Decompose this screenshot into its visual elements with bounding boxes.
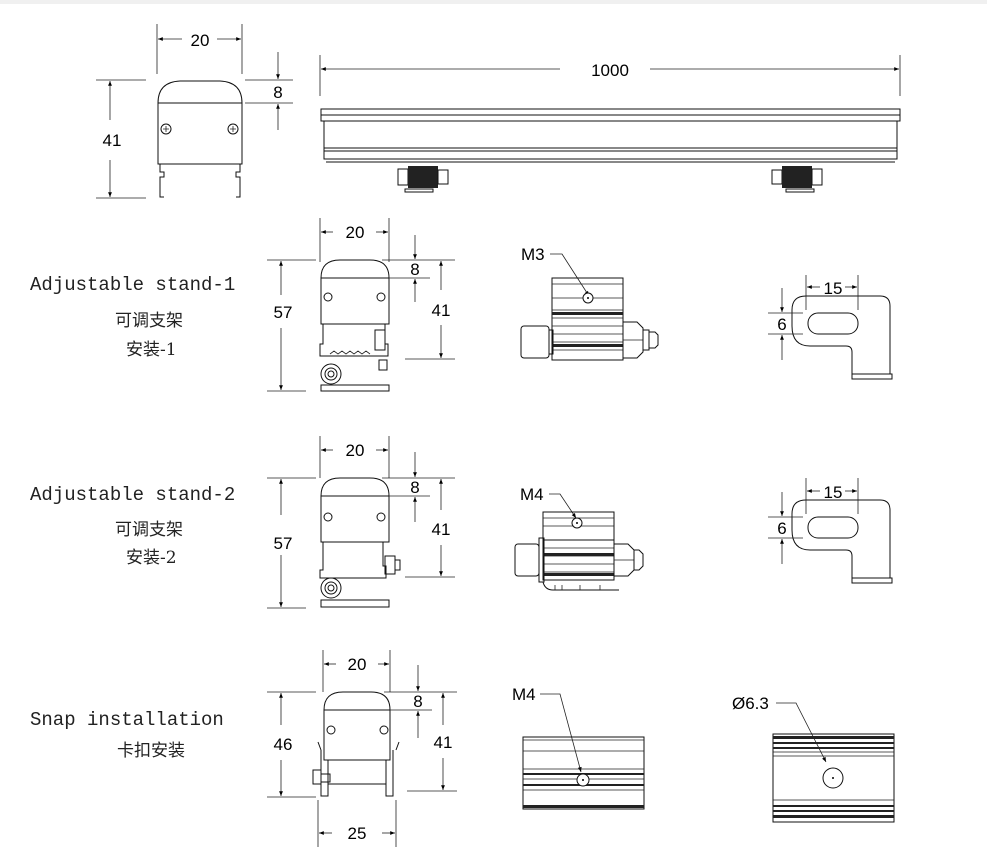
dim-cap: 8 xyxy=(413,692,422,711)
bracket-left xyxy=(397,166,449,193)
section-snap-installation: Snap installation 卡扣安装 20 46 8 41 2 xyxy=(30,650,895,847)
snap-base-detail: Ø6.3 xyxy=(732,694,895,823)
dim-height: 41 xyxy=(103,131,122,150)
section-adjustable-stand-2: Adjustable stand-2 可调支架 安装-2 20 57 8 41 xyxy=(30,436,893,609)
screw-icon xyxy=(323,292,333,302)
dim-total: 46 xyxy=(274,735,293,754)
screw-icon xyxy=(376,512,386,522)
l-bracket-detail: 15 6 xyxy=(768,275,893,380)
section-title-cn: 可调支架 xyxy=(115,311,183,331)
bracket-right xyxy=(771,166,823,193)
section-title-en: Adjustable stand-2 xyxy=(30,484,235,506)
l-bracket-detail: 15 6 xyxy=(768,478,893,584)
snap-clip-detail: M4 xyxy=(512,685,645,810)
dim-body: 41 xyxy=(432,301,451,320)
screw-icon xyxy=(326,725,336,735)
dim-width: 20 xyxy=(346,223,365,242)
section-title-cn: 可调支架 xyxy=(115,520,183,540)
screw-icon xyxy=(323,512,333,522)
dim-body: 41 xyxy=(434,733,453,752)
screw-label: M4 xyxy=(520,485,544,504)
dim-bracket-width: 15 xyxy=(824,279,843,298)
section-title-en: Adjustable stand-1 xyxy=(30,274,235,296)
dim-bracket-width: 15 xyxy=(824,483,843,502)
dim-width: 20 xyxy=(191,31,210,50)
dim-base: 25 xyxy=(348,824,367,843)
hole-label: Ø6.3 xyxy=(732,694,769,713)
section-adjustable-stand-1: Adjustable stand-1 可调支架 安装-1 20 57 8 xyxy=(30,218,893,392)
section-title-cn-2: 安装-2 xyxy=(126,548,177,568)
dim-cap: 8 xyxy=(273,83,282,102)
screw-icon xyxy=(227,123,239,135)
screw-icon xyxy=(379,725,389,735)
dim-cap: 8 xyxy=(410,260,419,279)
section-title-cn-2: 安装-1 xyxy=(126,340,177,360)
screw-icon xyxy=(376,292,386,302)
section-title-cn: 卡扣安装 xyxy=(117,741,185,761)
dim-bracket-slot: 6 xyxy=(777,519,786,538)
dim-length: 1000 xyxy=(591,61,629,80)
side-view: 1000 xyxy=(319,55,901,193)
dim-total: 57 xyxy=(274,534,293,553)
end-view-top: 20 41 8 xyxy=(96,24,293,199)
dim-width: 20 xyxy=(348,655,367,674)
screw-label: M4 xyxy=(512,685,536,704)
bracket-detail: M3 xyxy=(520,245,659,361)
dim-body: 41 xyxy=(432,520,451,539)
bracket-detail: M4 xyxy=(514,485,644,591)
dim-bracket-slot: 6 xyxy=(777,315,786,334)
screw-icon xyxy=(160,123,172,135)
dim-width: 20 xyxy=(346,441,365,460)
top-border xyxy=(0,0,987,4)
dim-cap: 8 xyxy=(410,478,419,497)
dim-total: 57 xyxy=(274,303,293,322)
section-title-en: Snap installation xyxy=(30,709,224,731)
screw-label: M3 xyxy=(521,245,545,264)
